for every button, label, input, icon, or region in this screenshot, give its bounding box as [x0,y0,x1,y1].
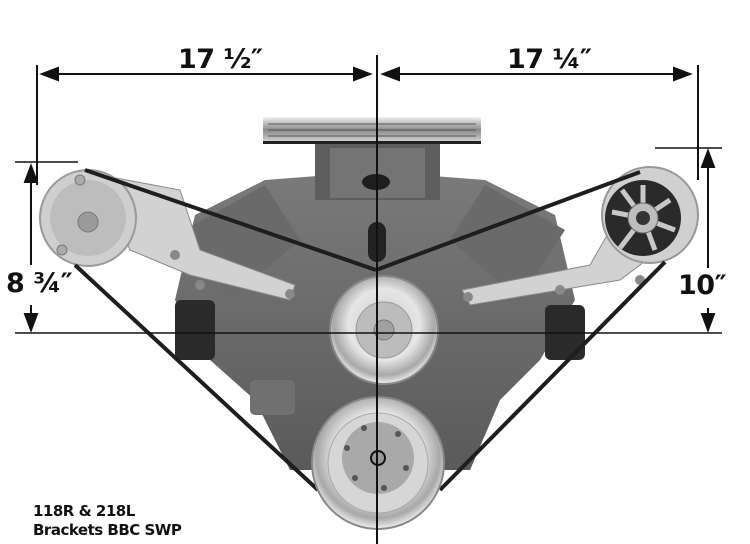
alternator [601,166,699,264]
right-height-label: 10″ [678,270,727,301]
left-width-label: 17 ½″ [178,44,263,75]
left-height-label: 8 ¾″ [6,268,73,299]
dimension-lines [15,55,722,544]
air-cleaner [263,117,481,144]
water-pump-pulley [329,275,439,385]
caption-line-2: Brackets BBC SWP [33,521,182,539]
right-width-label: 17 ¼″ [507,44,592,75]
bracket-left [99,174,296,301]
ac-compressor [39,169,137,267]
caption-line-1: 118R & 218L [33,502,135,520]
belts [73,168,667,492]
